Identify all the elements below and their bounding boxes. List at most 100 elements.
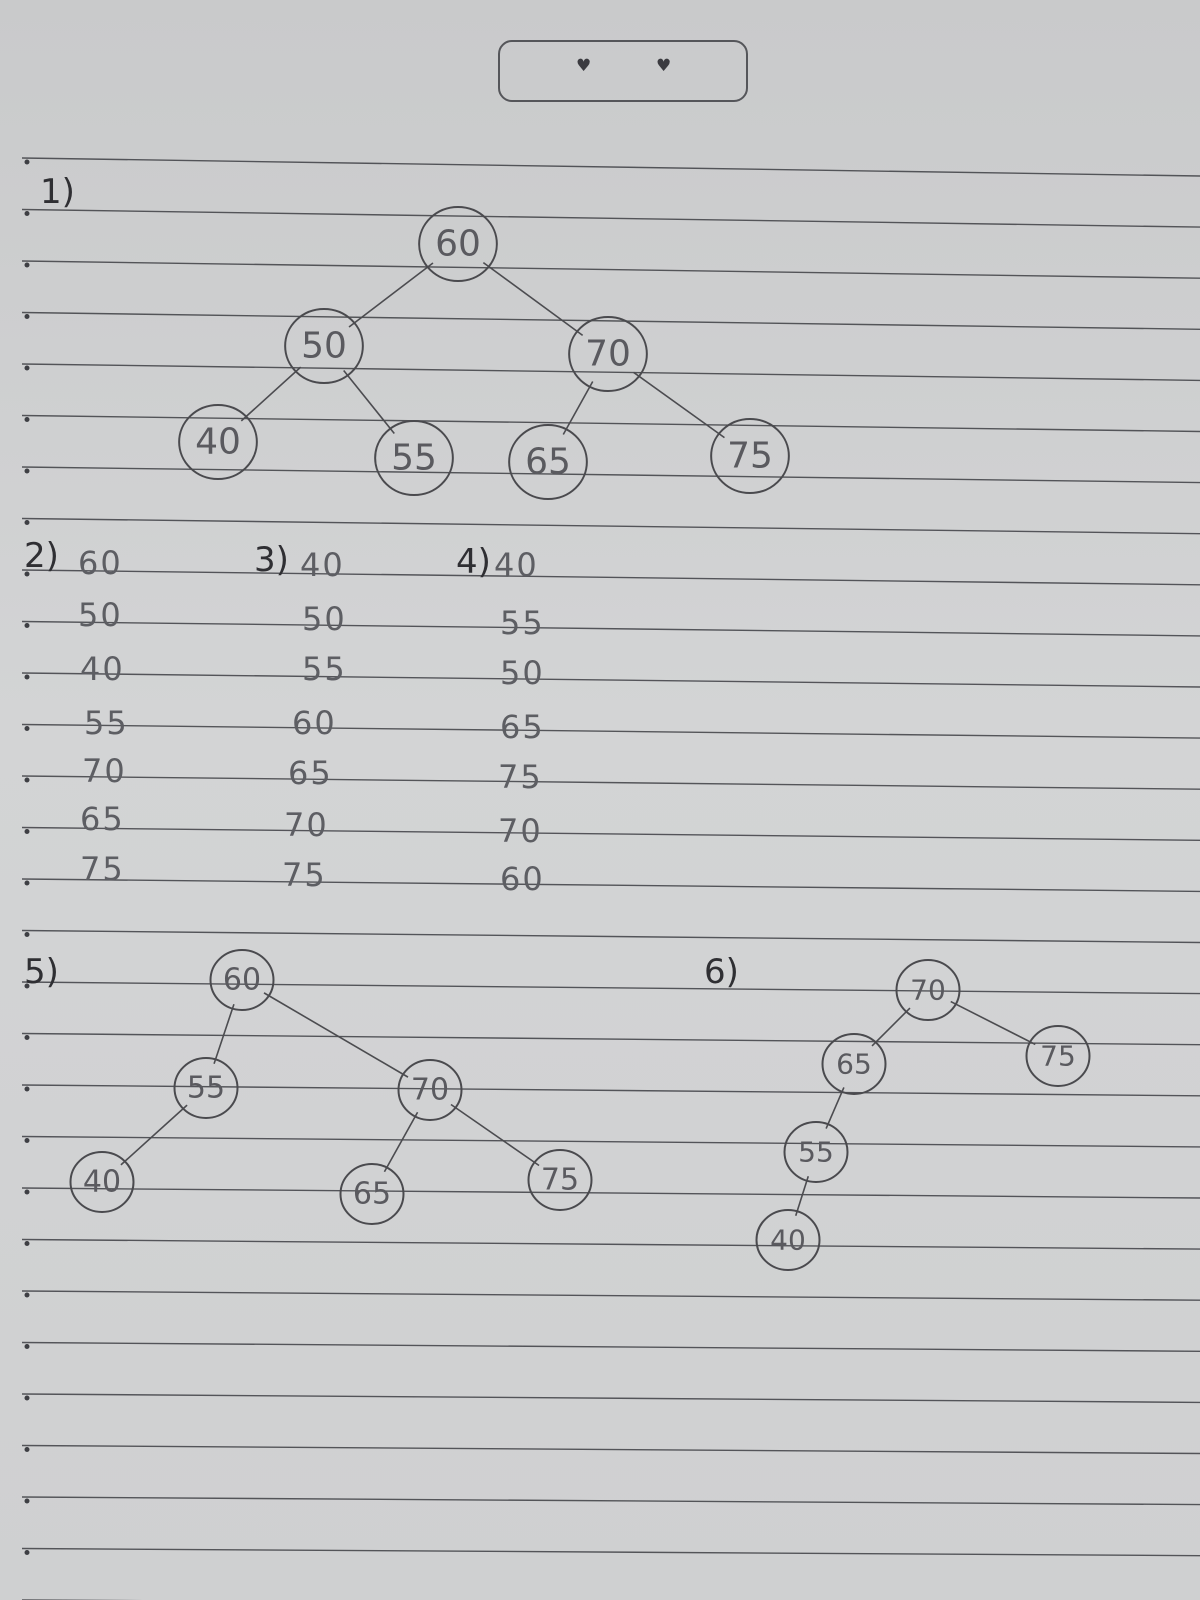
tree-node-circle — [339, 1163, 405, 1225]
tree-node-circle — [755, 1209, 821, 1271]
margin-dot — [24, 726, 30, 731]
tree-node-circle — [508, 424, 588, 500]
tree-node-label: 60 — [223, 963, 261, 998]
margin-dot — [24, 829, 30, 834]
tree-edge — [343, 370, 395, 434]
margin-dot — [24, 571, 30, 577]
tree-node-circle — [209, 949, 275, 1011]
margin-dot — [24, 623, 30, 628]
tree-node-circle — [374, 420, 454, 496]
list-item: 40 — [300, 546, 345, 584]
margin-dot — [24, 314, 30, 319]
ruled-line — [21, 414, 1200, 433]
ruled-line — [21, 672, 1200, 688]
list-item: 65 — [288, 754, 333, 792]
margin-dot — [24, 1292, 30, 1298]
tree-edge — [383, 1111, 419, 1173]
tree-edge — [950, 1000, 1036, 1046]
margin-dot — [24, 1035, 30, 1040]
tree-edge — [633, 371, 725, 439]
margin-dot — [24, 880, 30, 886]
list-item: 50 — [302, 600, 347, 638]
list-item: 55 — [84, 704, 129, 742]
margin-dot — [24, 262, 30, 268]
margin-dot — [24, 520, 30, 525]
tree-node-circle — [178, 404, 258, 480]
ruled-line — [21, 1135, 1200, 1148]
tree-node-label: 65 — [525, 442, 571, 483]
tree-node-label: 75 — [1040, 1040, 1076, 1073]
tree-node-label: 50 — [301, 326, 347, 367]
tree-node-label: 40 — [83, 1165, 121, 1200]
ruled-line — [21, 1084, 1200, 1097]
margin-dot — [24, 1086, 30, 1092]
tree-node-label: 55 — [187, 1071, 225, 1106]
ruled-line — [21, 1032, 1200, 1046]
tree-edge — [871, 1007, 911, 1047]
margin-dot — [24, 1189, 30, 1195]
tree-node-circle — [418, 206, 498, 282]
tree-5: 60 55 70 40 65 75 — [69, 949, 593, 1225]
tree-edge — [120, 1104, 188, 1166]
ruled-line — [21, 466, 1200, 484]
tree-node-label: 70 — [910, 974, 946, 1007]
tree-node-circle — [284, 308, 364, 384]
tree-node-circle — [783, 1121, 849, 1183]
list-item: 40 — [80, 650, 125, 688]
tree-edge — [825, 1087, 845, 1129]
ruled-line — [21, 775, 1200, 790]
margin-dot — [24, 1241, 30, 1246]
ruled-line — [21, 1393, 1200, 1404]
ruled-line — [21, 620, 1200, 637]
tree-node-label: 75 — [541, 1163, 579, 1198]
tree-node-circle — [1025, 1025, 1091, 1087]
margin-dot — [24, 932, 30, 937]
question-label-4: 4) — [456, 542, 491, 582]
tree-node-circle — [895, 959, 961, 1021]
margin-dot — [24, 468, 30, 474]
tree-node-circle — [710, 418, 790, 494]
tree-node-circle — [821, 1033, 887, 1095]
ruled-line — [21, 363, 1200, 382]
tree-6: 70 65 75 55 40 — [755, 959, 1091, 1271]
tree-node-label: 65 — [353, 1177, 391, 1212]
question-label-2: 2) — [24, 536, 59, 576]
tree-node-label: 70 — [411, 1073, 449, 1108]
tree-node-circle — [173, 1057, 239, 1119]
margin-dot — [24, 1550, 30, 1555]
ruled-line — [21, 1496, 1200, 1506]
ruled-line — [21, 1547, 1200, 1557]
heart-icon: ♥ — [576, 56, 592, 76]
list-item: 75 — [282, 856, 327, 894]
list-item: 50 — [78, 596, 123, 634]
margin-dot — [24, 417, 30, 422]
heart-icon: ♥ — [656, 56, 672, 76]
tree-node-label: 65 — [836, 1048, 872, 1081]
tree-edge — [240, 366, 302, 422]
margin-dot — [24, 211, 30, 216]
tree-edge — [450, 1103, 540, 1167]
ruled-line — [21, 208, 1200, 228]
ruled-line — [21, 878, 1200, 893]
ruled-line — [21, 311, 1200, 330]
ruled-line — [21, 1290, 1200, 1301]
ruled-line — [21, 157, 1200, 177]
tree-node-circle — [69, 1151, 135, 1213]
margin-dot — [24, 983, 30, 989]
list-item: 65 — [500, 708, 545, 746]
header-box: ♥ ♥ — [498, 40, 748, 102]
tree-node-label: 40 — [770, 1224, 806, 1257]
tree-node-label: 70 — [585, 334, 631, 375]
tree-node-circle — [527, 1149, 593, 1211]
ruled-line — [21, 260, 1200, 279]
tree-node-label: 55 — [798, 1136, 834, 1169]
margin-dot — [24, 1138, 30, 1143]
tree-node-label: 75 — [727, 436, 773, 477]
tree-node-circle — [568, 316, 648, 392]
margin-dot — [24, 365, 30, 371]
margin-dot — [24, 1498, 30, 1504]
ruled-line — [21, 826, 1200, 841]
tree-edge — [562, 381, 594, 435]
